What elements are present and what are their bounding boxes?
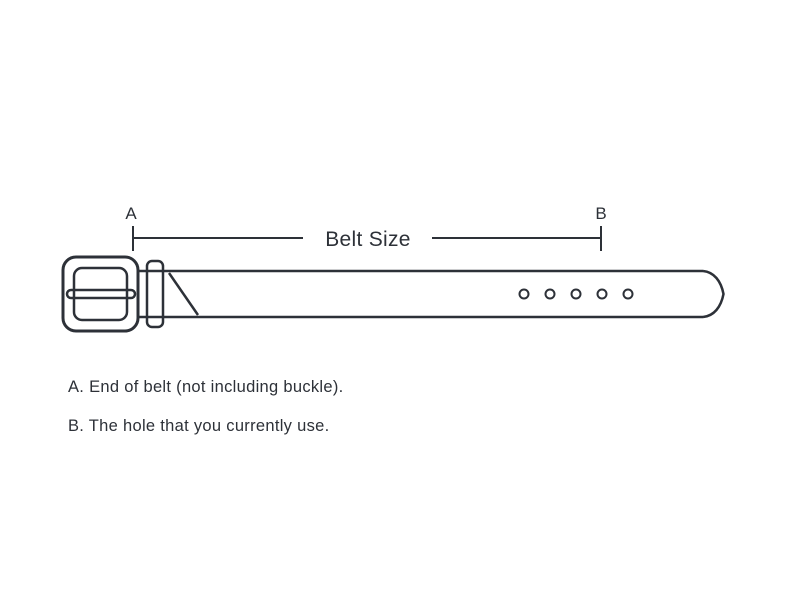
- belt-size-label: Belt Size: [325, 228, 411, 251]
- belt-tip: [702, 269, 725, 319]
- belt-hole: [570, 288, 582, 300]
- marker-b-label: B: [595, 204, 606, 223]
- belt-hole: [544, 288, 556, 300]
- belt-holes: [518, 288, 634, 300]
- note-a: A. End of belt (not including buckle).: [68, 378, 344, 396]
- belt-fold-edge: [167, 272, 200, 316]
- belt-buckle-inner: [72, 266, 129, 322]
- belt-keeper-loop: [145, 259, 165, 329]
- belt-hole: [622, 288, 634, 300]
- belt-illustration: [61, 255, 725, 333]
- belt-buckle-outer: [61, 255, 140, 333]
- belt-hole: [518, 288, 530, 300]
- note-b: B. The hole that you currently use.: [68, 417, 330, 435]
- marker-a-label: A: [125, 204, 137, 223]
- measurement-line: [132, 226, 602, 251]
- belt-prong: [65, 288, 137, 300]
- belt-hole: [596, 288, 608, 300]
